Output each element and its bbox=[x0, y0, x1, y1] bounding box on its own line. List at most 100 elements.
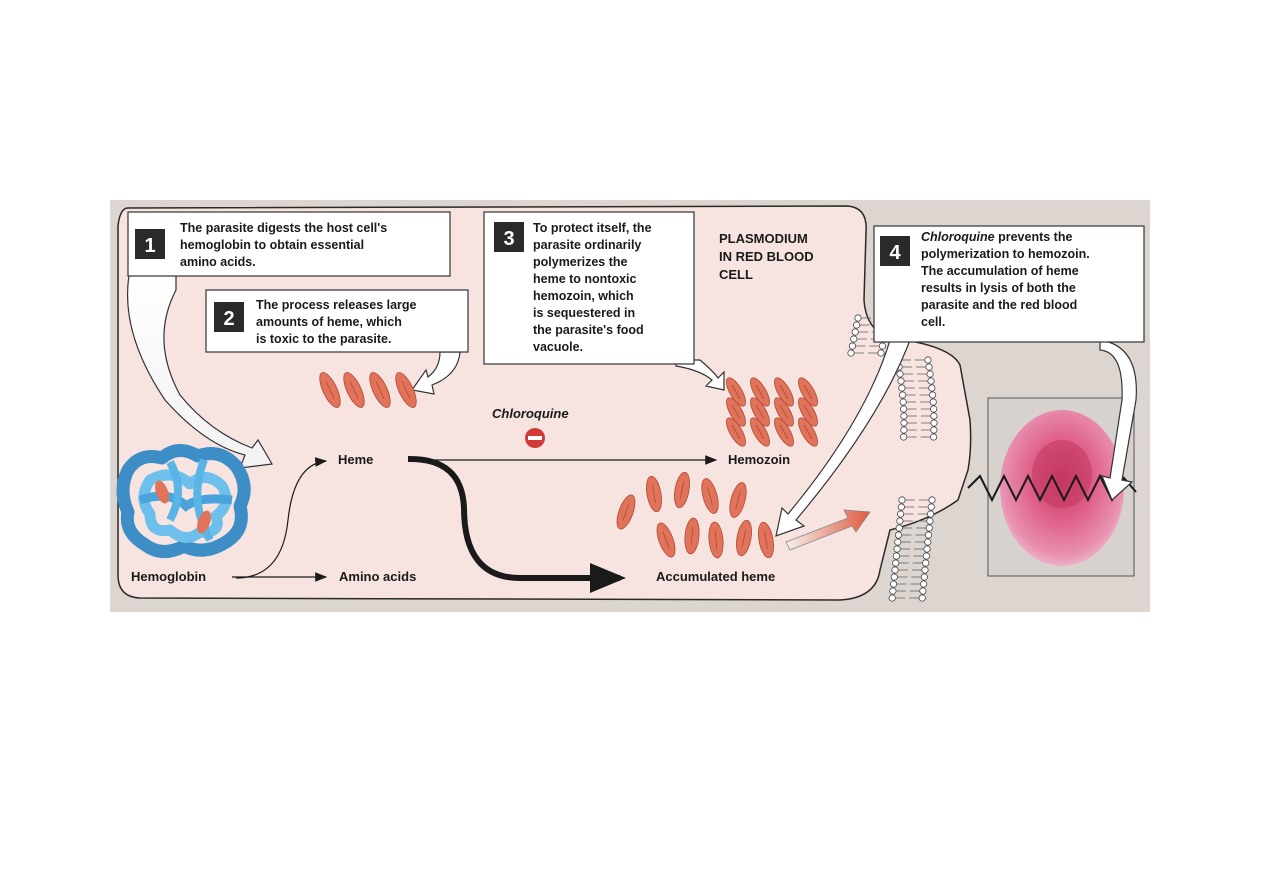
callout-3-line-5: hemozoin, which bbox=[533, 289, 634, 303]
callout-3: 3 To protect itself, the parasite ordina… bbox=[483, 211, 695, 365]
lipid-5 bbox=[851, 328, 869, 336]
accumulated-heme-crystal-9-stripe bbox=[742, 529, 746, 547]
lipid-23 bbox=[899, 391, 916, 399]
callout-3-line-1: To protect itself, the bbox=[533, 221, 652, 235]
callout-2-arrow bbox=[410, 351, 461, 395]
inhibit-icon bbox=[525, 428, 545, 448]
callout-2-line-2: amounts of heme, which bbox=[256, 315, 402, 329]
accumulated-heme-crystal-7-stripe bbox=[690, 526, 694, 546]
callout-4-italic-lead: Chloroquine bbox=[921, 230, 995, 244]
lipid-19 bbox=[897, 377, 915, 385]
hemoglobin-to-heme-arrow bbox=[235, 457, 328, 579]
hemozoin-crystal-9-stripe bbox=[731, 424, 741, 440]
lipid-63 bbox=[889, 587, 906, 595]
step-1-number: 1 bbox=[144, 235, 155, 257]
callout-3-line-8: vacuole. bbox=[533, 340, 583, 354]
hemozoin-crystal-5-stripe bbox=[731, 404, 741, 420]
lipid-41 bbox=[896, 510, 914, 518]
accumulated-heme-crystal-5-stripe bbox=[735, 491, 741, 509]
callout-4: 4 Chloroquine prevents the polymerizatio… bbox=[873, 225, 1145, 343]
callout-3-arrow bbox=[675, 359, 725, 391]
plasmodium-label: PLASMODIUM IN RED BLOOD CELL bbox=[719, 231, 817, 282]
lipid-50 bbox=[914, 538, 932, 546]
lipid-35 bbox=[900, 433, 917, 441]
lipid-49 bbox=[894, 538, 911, 546]
lipid-51 bbox=[893, 545, 911, 553]
callout-1-line-2: hemoglobin to obtain essential bbox=[180, 238, 364, 252]
lipid-60 bbox=[911, 573, 928, 581]
lipid-61 bbox=[889, 580, 907, 588]
callout-4-line-5: parasite and the red blood bbox=[921, 298, 1077, 312]
lipid-18 bbox=[917, 370, 934, 378]
accumulated-heme-crystal-8-stripe bbox=[714, 530, 718, 550]
lipid-27 bbox=[900, 405, 917, 413]
lipid-11 bbox=[847, 349, 864, 357]
lipid-21 bbox=[898, 384, 915, 392]
svg-text:Chloroquine prevents the: Chloroquine prevents the polymerization … bbox=[921, 230, 1093, 329]
plasmodium-label-line-3: CELL bbox=[719, 267, 753, 282]
step-2-number: 2 bbox=[223, 308, 234, 330]
membrane-icon bbox=[847, 314, 938, 602]
svg-text:The process releases large: The process releases large amounts of he… bbox=[256, 298, 420, 346]
lipid-39 bbox=[897, 503, 915, 511]
callout-1-arrow bbox=[127, 269, 273, 469]
lipid-33 bbox=[900, 426, 917, 434]
hemozoin-crystal-8-stripe bbox=[803, 404, 813, 420]
lipid-52 bbox=[914, 545, 931, 553]
lipid-43 bbox=[896, 517, 913, 525]
lipid-46 bbox=[916, 524, 933, 532]
lipid-53 bbox=[892, 552, 910, 560]
accumulated-heme-crystal-1-stripe bbox=[622, 503, 630, 521]
lipid-38 bbox=[919, 496, 936, 504]
callout-3-line-3: polymerizes the bbox=[533, 255, 628, 269]
lipid-64 bbox=[909, 587, 927, 595]
plasmodium-label-line-1: PLASMODIUM bbox=[719, 231, 808, 246]
lipid-29 bbox=[900, 412, 917, 420]
svg-text:The parasite digests the host: The parasite digests the host cell's hem… bbox=[180, 221, 391, 269]
chloroquine-label: Chloroquine bbox=[492, 406, 569, 421]
hemozoin-crystal-7-stripe bbox=[779, 404, 789, 420]
lipid-28 bbox=[920, 405, 938, 413]
hemozoin-crystal-6-stripe bbox=[755, 404, 765, 420]
hemozoin-crystal-10-stripe bbox=[755, 424, 765, 440]
lipid-56 bbox=[912, 559, 930, 567]
accumulated-heme-group bbox=[616, 471, 774, 559]
step-3-number: 3 bbox=[503, 228, 514, 250]
lipid-62 bbox=[910, 580, 928, 588]
callout-2-line-1: The process releases large bbox=[256, 298, 417, 312]
lipid-25 bbox=[899, 398, 917, 406]
callout-3-line-6: is sequestered in bbox=[533, 306, 635, 320]
callout-3-line-7: the parasite's food bbox=[533, 323, 644, 337]
lipid-36 bbox=[920, 433, 938, 441]
step-4-number: 4 bbox=[889, 242, 901, 264]
accumulated-heme-crystal-6-stripe bbox=[662, 531, 670, 549]
callout-4-arrow-left bbox=[775, 339, 911, 537]
lipid-48 bbox=[915, 531, 933, 539]
lipid-44 bbox=[916, 517, 934, 525]
lipid-26 bbox=[920, 398, 937, 406]
hemoglobin-label: Hemoglobin bbox=[131, 569, 206, 584]
lipid-30 bbox=[920, 412, 938, 420]
callout-4-line-1: prevents the bbox=[995, 230, 1073, 244]
hemozoin-cluster bbox=[726, 377, 818, 447]
lipid-31 bbox=[900, 419, 917, 427]
accumulated-heme-label: Accumulated heme bbox=[656, 569, 775, 584]
hemozoin-crystal-2-stripe bbox=[755, 384, 765, 400]
lipid-9 bbox=[848, 342, 866, 350]
heme-crystal-2-stripe bbox=[349, 381, 359, 399]
hemozoin-crystal-4-stripe bbox=[803, 384, 813, 400]
accumulated-heme-crystal-4-stripe bbox=[707, 487, 713, 505]
red-blood-cell-icon bbox=[967, 410, 1137, 566]
lipid-42 bbox=[917, 510, 935, 518]
plasmodium-label-line-2: IN RED BLOOD bbox=[719, 249, 814, 264]
hemoglobin-molecule-icon bbox=[116, 444, 251, 558]
callout-4-arrow-right bbox=[1099, 339, 1137, 502]
hemozoin-crystal-1-stripe bbox=[731, 384, 741, 400]
accumulated-heme-crystal-10-stripe bbox=[764, 531, 768, 549]
heme-crystal-3-stripe bbox=[375, 381, 385, 399]
callout-2: 2 The process releases large amounts of … bbox=[205, 289, 469, 353]
lipid-14 bbox=[915, 356, 932, 364]
callout-4-line-6: cell. bbox=[921, 315, 945, 329]
lipid-3 bbox=[852, 321, 870, 329]
